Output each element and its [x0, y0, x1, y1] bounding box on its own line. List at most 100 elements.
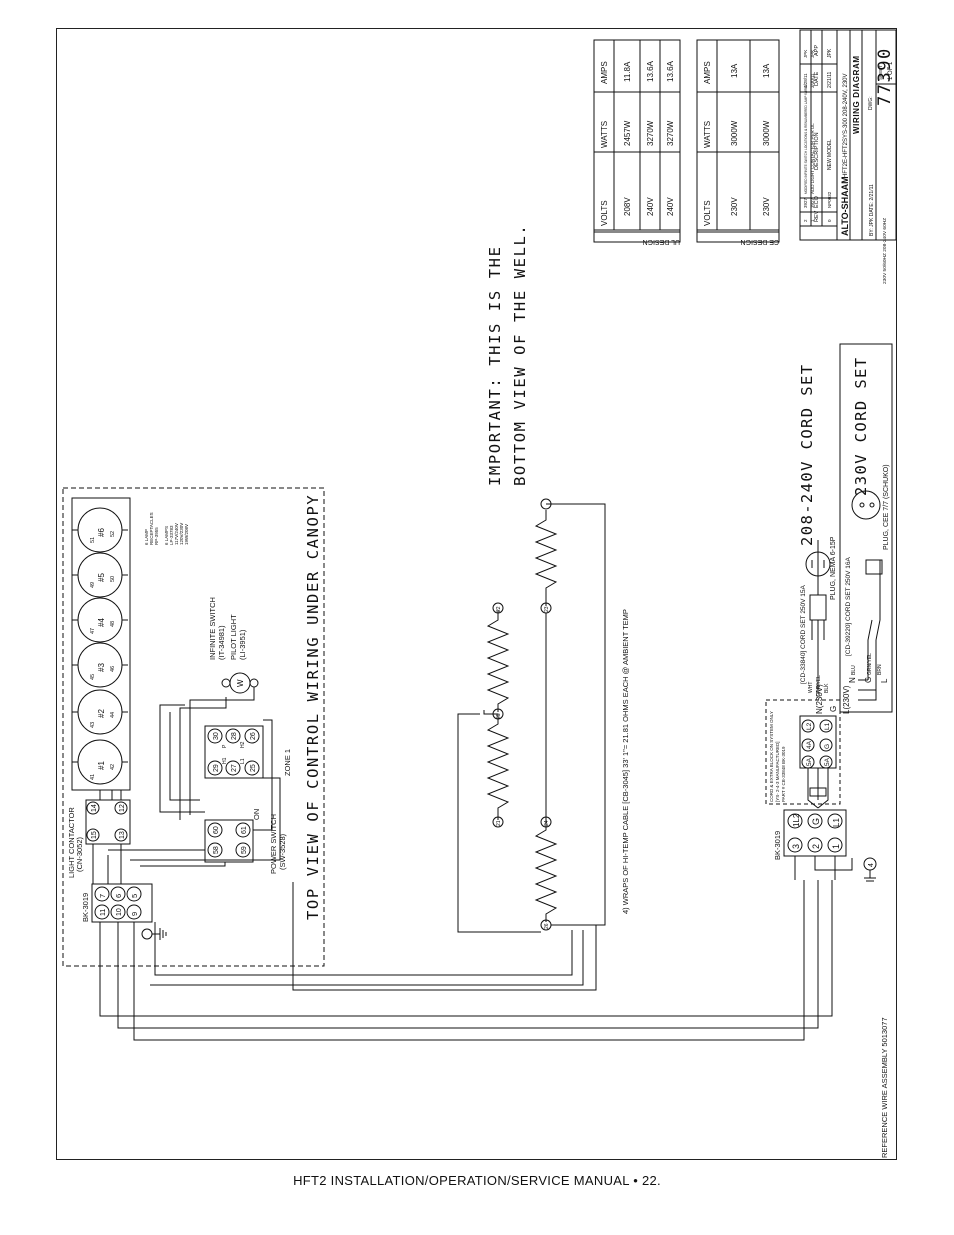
svg-text:LP-33783: LP-33783 — [169, 525, 174, 545]
wire-number: 51 — [90, 537, 96, 543]
heater-element-2 — [486, 610, 510, 712]
svg-text:JPK: JPK — [810, 50, 815, 58]
terminal-label: 9 — [130, 912, 139, 916]
ce-line-label: G — [829, 706, 838, 712]
cord-us-cable — [809, 540, 827, 690]
cord-ce-spec: [CD-39220] CORD SET 250V 16A — [845, 556, 852, 656]
svg-text:DWG:: DWG: — [868, 96, 874, 110]
svg-text:ECO: ECO — [814, 195, 820, 208]
terminal-label: 11 — [100, 909, 107, 916]
light-contactor-body — [85, 799, 131, 845]
terminal-label: 14 — [91, 804, 98, 812]
svg-text:2/21/11: 2/21/11 — [827, 71, 833, 88]
power-switch-body — [204, 819, 254, 863]
company-logo: ALTO-SHAAM — [840, 176, 850, 236]
bk-left-label: BK-3019 — [81, 893, 90, 922]
wire-number: 42 — [110, 764, 116, 770]
heater-node-label: 22 — [496, 606, 502, 612]
terminal-label: 7 — [98, 894, 107, 898]
wire-number: 46 — [110, 666, 116, 672]
svg-text:DESCRIPTION: DESCRIPTION — [814, 132, 820, 170]
infinite-switch-body — [204, 725, 264, 779]
svg-text:13A: 13A — [762, 63, 771, 78]
external-wires — [99, 880, 833, 1041]
terminal-label: L1 — [824, 722, 831, 730]
terminal-label: G — [811, 818, 821, 825]
svg-text:3927: 3927 — [803, 197, 808, 208]
svg-text:240V: 240V — [646, 197, 655, 216]
pilot-light-part: (LI-3951) — [238, 629, 247, 660]
terminal-label: 29 — [213, 764, 220, 772]
svg-text:UL DESIGN: UL DESIGN — [643, 238, 680, 245]
terminal-sublabel: H2 — [240, 741, 246, 748]
main-title: TOP VIEW OF CONTROL WIRING UNDER CANOPY — [304, 494, 322, 920]
bk-left-block — [91, 883, 153, 923]
svg-text:RP-3955: RP-3955 — [154, 527, 159, 545]
infinite-switch-part: (IT-34981) — [217, 625, 226, 660]
dwg-number: 77390 — [875, 47, 895, 106]
svg-text:AMPS: AMPS — [703, 61, 712, 84]
ul-design-table — [593, 39, 681, 243]
heater-node-label: 26 — [544, 923, 550, 929]
bk-right-label: BK-3019 — [773, 831, 782, 860]
wire-color-label: BLU — [851, 665, 857, 675]
svg-text:2: 2 — [803, 219, 808, 222]
terminal-label: 5A — [806, 757, 813, 766]
ground-number: 4 — [868, 863, 875, 867]
svg-text:230V: 230V — [762, 197, 771, 216]
power-switch-label: POWER SWITCH — [269, 814, 278, 874]
terminal-label: 25 — [250, 764, 257, 772]
lamp-socket-label: #6 — [97, 528, 106, 537]
cord-ce-plug: PLUG, CEE 7/7 (SCHUKO) — [883, 464, 890, 550]
svg-text:RECEPTACLES: RECEPTACLES — [149, 512, 154, 545]
svg-text:JPK: JPK — [827, 48, 833, 58]
title-block — [799, 29, 897, 241]
terminal-sublabel: H1 — [222, 757, 228, 764]
terminal-label: 26 — [250, 732, 257, 740]
wire-color-label: GRN/YEL — [816, 675, 822, 697]
reference-note: REFERENCE WIRE ASSEMBLY 5013077 — [880, 1017, 889, 1158]
svg-text:PART # CB-33848 BK-3019: PART # CB-33848 BK-3019 — [781, 746, 786, 802]
lamp-socket-label: #1 — [97, 761, 106, 770]
svg-text:1 OF 1: 1 OF 1 — [888, 61, 894, 80]
terminal-label: 60 — [213, 826, 220, 834]
ce-design-table — [696, 39, 780, 243]
cord-us-plug: PLUG, NEMA 6-15P — [830, 536, 837, 600]
ce-block-note: CORD & EXTRA BLOCK ON SYSTEM ONLY [YS- 2… — [769, 711, 786, 802]
terminal-label: 1 — [831, 844, 841, 849]
terminal-label: 30 — [213, 732, 220, 740]
nema-plug-icon — [805, 551, 831, 577]
terminal-sublabel: L1 — [240, 758, 246, 764]
wire-number: 43 — [90, 722, 96, 728]
terminal-label: 6 — [114, 894, 123, 898]
wire-color-label: BLK — [824, 683, 830, 693]
ce-line-label: N(230V) — [815, 684, 824, 714]
wire-letter: G — [864, 677, 873, 683]
svg-text:CORD & EXTRA BLOCK ON SYSTEM O: CORD & EXTRA BLOCK ON SYSTEM ONLY — [769, 711, 774, 802]
terminal-label: 27 — [231, 764, 238, 772]
svg-text:MODIFIED INFINITE SWITCH LOCAT: MODIFIED INFINITE SWITCH LOCATIONS & REN… — [804, 84, 808, 194]
svg-text:3000W: 3000W — [762, 120, 771, 146]
svg-text:DATE: DATE — [814, 71, 820, 86]
doc-title: WIRING DIAGRAM — [852, 55, 861, 134]
terminal-label: 5 — [130, 894, 139, 898]
terminal-label: 1L2 — [792, 813, 801, 827]
svg-text:11.8A: 11.8A — [623, 61, 632, 82]
heater-element-1 — [534, 510, 558, 606]
svg-text:SHEET: SHEET — [878, 65, 883, 80]
svg-text:WATTS: WATTS — [703, 121, 712, 148]
svg-text:3927: 3927 — [810, 197, 815, 208]
svg-text:230V: 230V — [730, 197, 739, 216]
svg-text:JPK: JPK — [803, 50, 808, 58]
svg-text:3270W: 3270W — [666, 120, 675, 146]
page-footer: HFT2 INSTALLATION/OPERATION/SERVICE MANU… — [293, 1173, 661, 1188]
svg-text:[YS- 2-4-3 MANUFACTURED]: [YS- 2-4-3 MANUFACTURED] — [775, 741, 780, 802]
svg-text:HFT2E-HFT2SYS-300 208-240V, 23: HFT2E-HFT2SYS-300 208-240V, 230V — [843, 74, 849, 179]
svg-text:19W/208V: 19W/208V — [184, 524, 189, 545]
terminal-label: 2 — [811, 844, 821, 849]
svg-text:3/30/11: 3/30/11 — [810, 73, 815, 88]
terminal-label: 4A — [806, 740, 813, 749]
wire-number: 48 — [110, 621, 116, 627]
svg-text:VOLTS: VOLTS — [703, 200, 712, 226]
light-contactor-label: LIGHT CONTACTOR — [67, 807, 76, 878]
